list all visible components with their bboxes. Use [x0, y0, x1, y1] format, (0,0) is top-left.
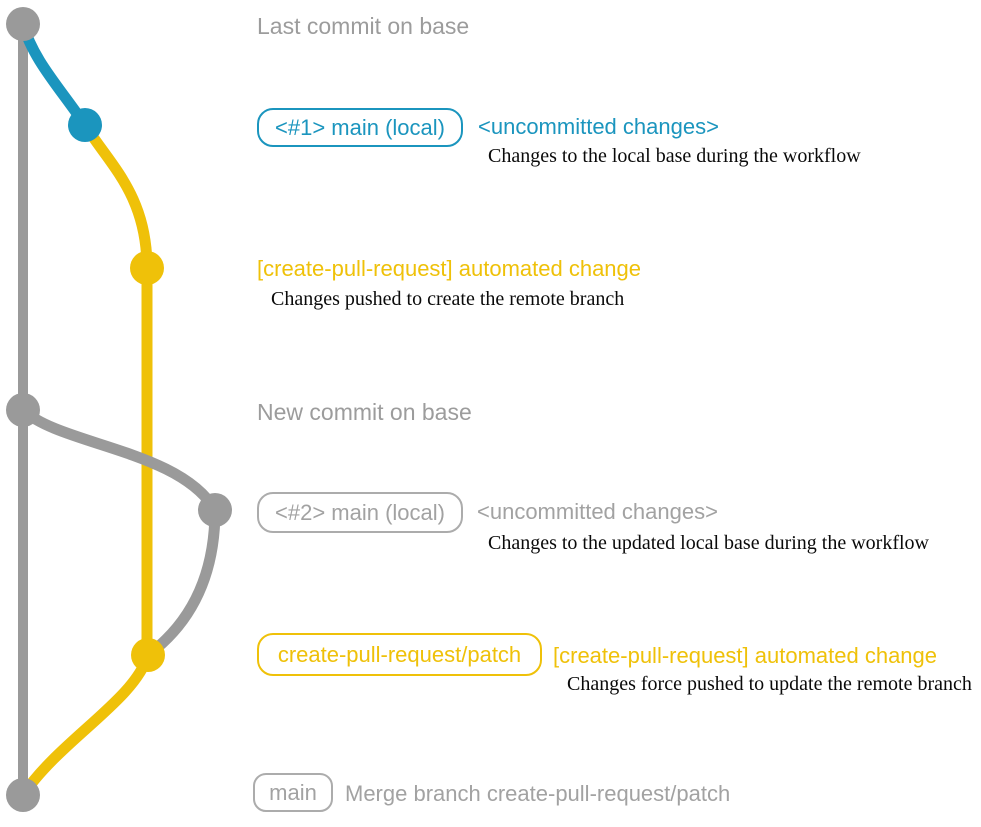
- automated-change-title-1: [create-pull-request] automated change: [257, 256, 642, 281]
- uncommitted-changes-title-1: <uncommitted changes>: [478, 114, 719, 139]
- patch-branch-line: [79, 119, 153, 661]
- uncommitted-changes-edge-1: [17, 18, 91, 131]
- uncommitted-changes-title-2: <uncommitted changes>: [477, 499, 718, 524]
- commit-node-base-new: [6, 393, 40, 427]
- merge-edge: [17, 649, 154, 801]
- commit-node-main-local-1: [68, 108, 102, 142]
- automated-change-desc-1: Changes pushed to create the remote bran…: [271, 288, 625, 310]
- commit-node-main-local-2: [198, 493, 232, 527]
- commit-node-merge: [6, 778, 40, 812]
- commit-node-base-last: [6, 7, 40, 41]
- last-commit-label: Last commit on base: [257, 13, 470, 39]
- commit-node-patch-2: [131, 638, 165, 672]
- merge-commit-label: Merge branch create-pull-request/patch: [345, 781, 731, 806]
- commit-node-patch-1: [130, 251, 164, 285]
- branch-badge-main-local-1: <#1> main (local): [257, 108, 463, 147]
- branch-badge-main-local-2: <#2> main (local): [257, 492, 463, 533]
- updated-base-edge: [17, 404, 221, 516]
- rebased-changes-edge: [142, 504, 221, 661]
- new-commit-label: New commit on base: [257, 399, 472, 425]
- uncommitted-changes-desc-1: Changes to the local base during the wor…: [488, 145, 861, 167]
- automated-change-title-2: [create-pull-request] automated change: [553, 643, 938, 668]
- branch-badge-main: main: [253, 773, 333, 812]
- automated-change-desc-2: Changes force pushed to update the remot…: [567, 673, 972, 695]
- uncommitted-changes-desc-2: Changes to the updated local base during…: [488, 532, 929, 554]
- branch-badge-patch: create-pull-request/patch: [257, 633, 542, 676]
